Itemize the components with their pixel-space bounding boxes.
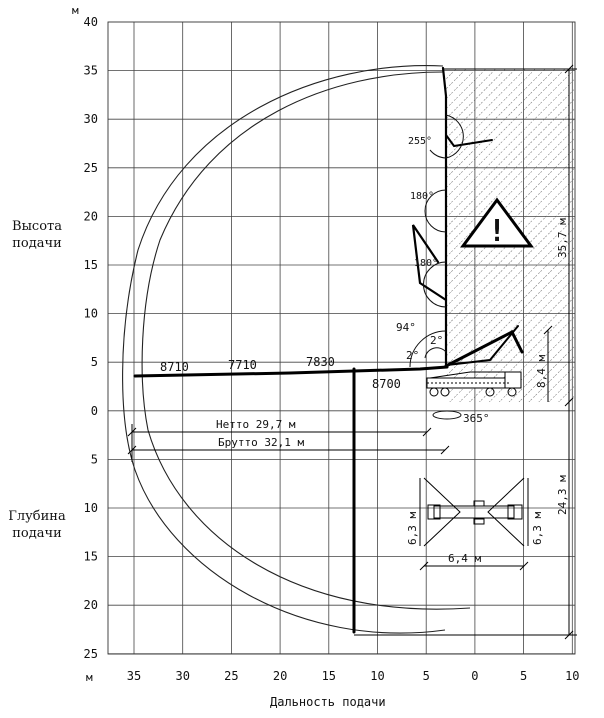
height-total-dimension: 35,7 м [556,218,569,258]
y-tick-label: 25 [84,161,98,175]
outrigger-right-dimension: 6,3 м [531,512,544,545]
x-tick-label: 5 [423,669,430,683]
y-tick-label: 10 [84,501,98,515]
y-tick-label: 35 [84,64,98,78]
boom-fold-2 [445,134,493,148]
x-tick-label: 30 [175,669,189,683]
y-tick-label: 0 [91,404,98,418]
y-unit-label: м [72,4,79,17]
outrigger-width-dimension: 6,4 м [448,552,481,565]
x-tick-label: 15 [322,669,336,683]
y-tick-label: 20 [84,598,98,612]
y-tick-label: 20 [84,209,98,223]
gross-dimension: Брутто 32,1 м [218,436,304,449]
depth-total-dimension: 24,3 м [556,475,569,515]
reach-arcs [122,65,471,634]
support-height-dimension: 8,4 м [535,355,548,388]
inner-arc [141,71,471,610]
angle-label-2a: 2° [406,349,419,362]
outrigger-left-dimension: 6,3 м [406,512,419,545]
y-tick-label: 5 [91,355,98,369]
angle-arcs [409,114,464,420]
angle-label-94: 94° [396,321,416,334]
x-tick-label: 25 [224,669,238,683]
axis-label-depth: Глубина подачи [8,509,66,541]
boom-arm [133,66,524,634]
outer-arc [122,65,446,634]
rotation-ellipse [432,410,462,420]
warning-icon: ! [488,214,506,249]
y-tick-label: 30 [84,112,98,126]
angle-arc-255 [429,114,464,159]
y-tick-label: 15 [84,550,98,564]
y-tick-label: 15 [84,258,98,272]
boom-vertical-up [441,66,448,369]
net-dimension: Нетто 29,7 м [216,418,296,431]
warning-sign: ! [460,197,534,249]
angle-arc-94 [409,330,447,368]
outrigger-plan [419,477,529,571]
x-tick-label: 20 [273,669,287,683]
angle-label-255: 255° [408,136,432,147]
pump-truck [426,371,522,397]
x-tick-label: 0 [471,669,478,683]
y-tick-label: 40 [84,15,98,29]
axis-label-height: Высота подачи [12,219,62,251]
plot-frame [107,21,576,655]
section-label-1: 8710 [160,360,189,374]
angle-label-180a: 180° [410,191,434,202]
y-tick-label: 10 [84,307,98,321]
x-tick-label: 10 [370,669,384,683]
angle-label-2b: 2° [430,334,443,347]
angle-arc-180b [423,261,447,308]
x-tick-label: 10 [565,669,579,683]
angle-label-365: 365° [463,412,490,425]
x-tick-label: 5 [520,669,527,683]
x-unit-label: м [86,671,93,684]
boom-arm-2 [446,325,519,366]
section-label-2: 7710 [228,358,257,372]
boom-fold-1 [411,224,448,302]
section-label-3: 7830 [306,355,335,369]
dimension-lines [127,64,577,640]
x-tick-label: 35 [127,669,141,683]
angle-arc-180a [424,189,447,233]
angle-arc-2a [424,347,447,359]
angle-label-180b: 180° [414,258,438,269]
y-tick-label: 25 [84,647,98,661]
y-tick-label: 5 [91,452,98,466]
y-tick-labels: 40 35 30 25 20 15 10 5 0 5 10 15 20 25 [84,15,98,661]
section-label-4: 8700 [372,377,401,391]
axis-label-reach: Дальность подачи [270,695,386,709]
